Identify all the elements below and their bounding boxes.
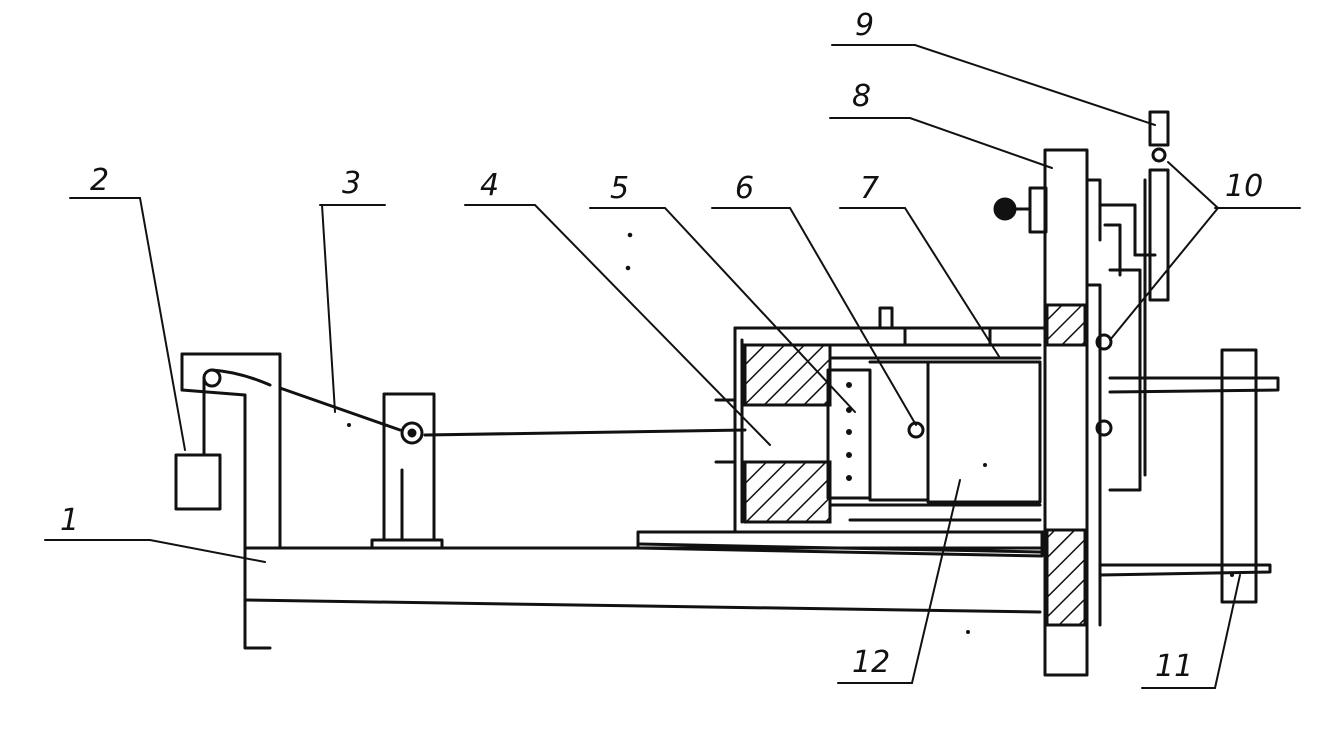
hatched-block-upper <box>743 343 832 407</box>
base-beam <box>243 530 1044 650</box>
label-10: 10 <box>1225 169 1263 204</box>
guide-rods <box>1098 376 1280 577</box>
specimen-channel <box>743 403 832 464</box>
label-4: 4 <box>480 168 499 203</box>
label-7: 7 <box>860 171 879 206</box>
label-6: 6 <box>735 171 754 206</box>
label-12: 12 <box>852 645 890 680</box>
leader-lines <box>44 44 1301 689</box>
label-11: 11 <box>1155 649 1193 684</box>
cord <box>278 386 747 437</box>
label-5: 5 <box>610 171 629 206</box>
label-2: 2 <box>90 163 109 198</box>
end-block <box>1220 348 1258 604</box>
piston-block <box>868 360 1042 504</box>
pulley-stand <box>370 392 444 550</box>
label-9: 9 <box>855 8 874 43</box>
label-1: 1 <box>60 503 79 538</box>
specks <box>347 232 1234 634</box>
lever-assembly <box>1095 110 1170 492</box>
hatched-block-lower <box>743 460 832 524</box>
flange-plate <box>993 148 1102 677</box>
label-3: 3 <box>342 166 361 201</box>
pin-6 <box>907 421 925 439</box>
inner-plate <box>826 368 872 500</box>
weight-block <box>174 453 222 511</box>
left-stand <box>180 352 282 550</box>
label-8: 8 <box>852 79 871 114</box>
